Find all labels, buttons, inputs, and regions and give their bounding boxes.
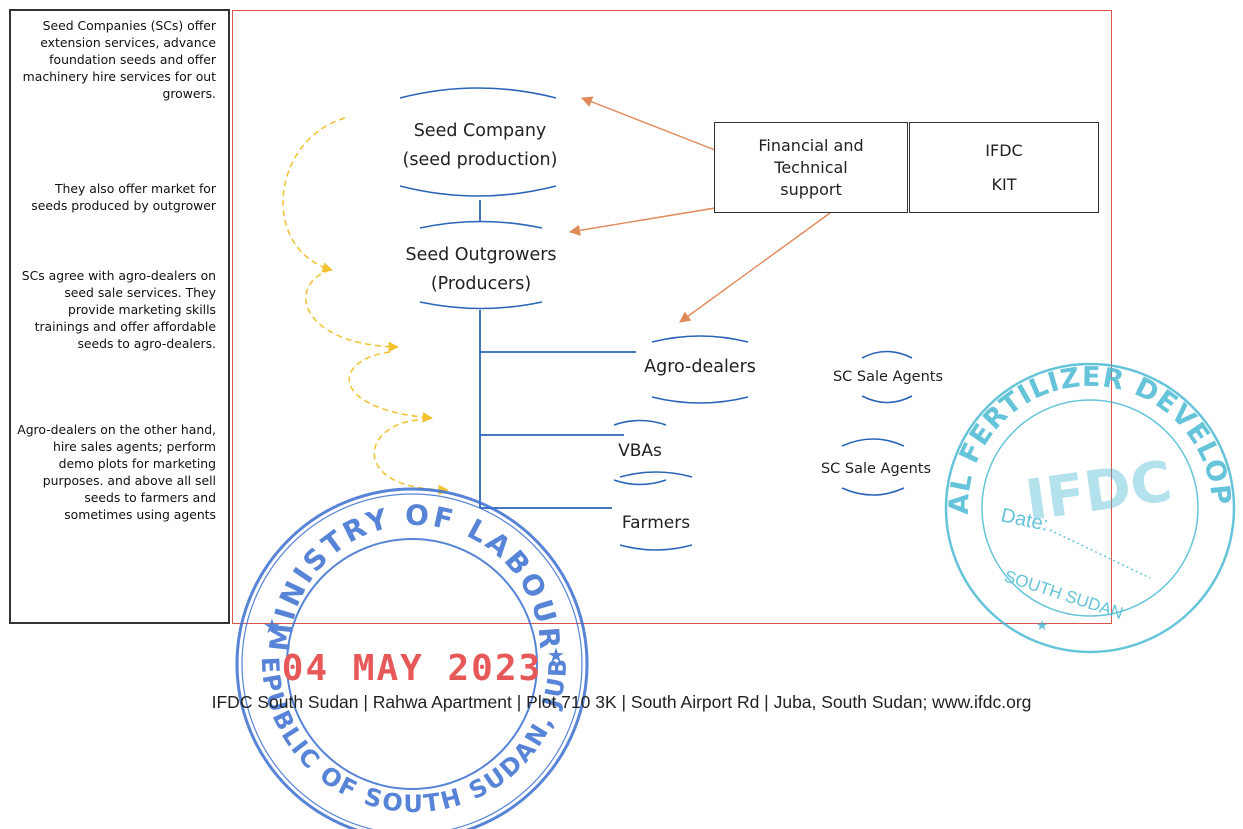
outgrowers-label: Seed Outgrowers: [405, 245, 557, 265]
footer-address: IFDC South Sudan | Rahwa Apartment | Plo…: [211, 692, 1032, 712]
dashed-arrow-4: [373, 419, 450, 496]
seed-company-top-curve: [399, 87, 557, 99]
ifdc-label: IFDC: [985, 140, 1023, 160]
seed-company-bottom-curve: [399, 185, 557, 197]
seed-company-sublabel: (seed production): [402, 150, 558, 170]
support-line-2: Technical: [774, 157, 848, 177]
explanation-paragraph: They also offer market for seeds produce…: [31, 181, 216, 213]
sc-agents-1-bottom-curve: [861, 395, 913, 404]
support-arrow-seed-company: [580, 96, 716, 151]
farmers-bottom-curve: [619, 544, 693, 551]
dashed-arrow-3: [348, 351, 434, 423]
explanation-box: Seed Companies (SCs) offer extension ser…: [9, 9, 230, 624]
agro-dealers-bottom-curve: [651, 396, 749, 404]
explanation-paragraph: Agro-dealers on the other hand, hire sal…: [17, 422, 216, 522]
seed-company-label: Seed Company: [413, 121, 547, 141]
seed-company-node: Seed Company (seed production): [380, 117, 580, 175]
vbas-top-curve: [613, 419, 667, 426]
support-line-1: Financial and: [758, 135, 864, 155]
outgrowers-bottom-curve: [419, 301, 543, 310]
ifdc-kit-box: IFDC KIT: [909, 122, 1099, 213]
vbas-label: VBAs: [618, 441, 662, 461]
sc-agents-2-label: SC Sale Agents: [820, 461, 932, 477]
dashed-arrow-1: [282, 117, 346, 273]
agro-dealers-label: Agro-dealers: [644, 357, 756, 377]
vbas-bottom-curve: [613, 479, 667, 486]
outgrowers-sublabel: (Producers): [430, 274, 532, 294]
explanation-paragraph: Seed Companies (SCs) offer extension ser…: [22, 18, 216, 101]
sc-agents-2-bottom-curve: [841, 487, 905, 496]
agro-dealers-top-curve: [651, 335, 749, 343]
support-arrow-agro-dealers: [679, 212, 831, 323]
kit-label: KIT: [991, 174, 1017, 194]
sc-agents-2-top-curve: [841, 438, 905, 447]
dashed-arrow-2: [305, 269, 400, 353]
support-arrow-outgrowers: [568, 207, 716, 236]
explanation-paragraph: SCs agree with agro-dealers on seed sale…: [21, 268, 216, 351]
farmers-top-curve: [619, 471, 693, 478]
financial-support-box: Financial and Technical support: [714, 122, 908, 213]
diagram-frame: [232, 10, 1112, 624]
sc-agents-1-label: SC Sale Agents: [832, 369, 944, 385]
outgrowers-node: Seed Outgrowers (Producers): [372, 241, 590, 299]
farmers-label: Farmers: [621, 513, 691, 533]
outgrowers-top-curve: [419, 220, 543, 229]
sc-agents-1-top-curve: [861, 350, 913, 359]
support-line-3: support: [780, 179, 842, 199]
